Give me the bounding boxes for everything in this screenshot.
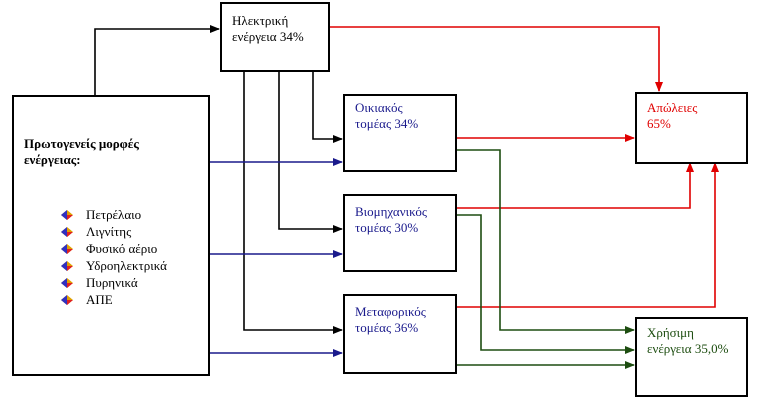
source-item-label: ΑΠΕ — [86, 291, 113, 307]
arrow-electric-to-losses — [330, 26, 663, 92]
arrow-transport-to-losses — [446, 162, 719, 308]
arrow-sources-to-electric — [94, 25, 220, 95]
transport-sector-line2: τομέας 36% — [355, 320, 419, 335]
source-item-label: Πυρηνικά — [86, 274, 138, 290]
bullet-icon — [60, 277, 74, 289]
primary-sources-title-line2: ενέργειας: — [24, 152, 81, 167]
arrow-electric-to-industrial — [278, 71, 343, 233]
primary-sources-list: Πετρέλαιο Λιγνίτης Φυσικό αέριο Υδροηλεκ… — [60, 206, 167, 308]
electric-energy-line1: Ηλεκτρική — [232, 13, 289, 28]
bullet-icon — [60, 226, 74, 238]
transport-sector-line1: Μεταφορικός — [355, 304, 426, 319]
arrow-industrial-to-useful — [446, 214, 635, 354]
bullet-icon — [60, 209, 74, 221]
list-item: Φυσικό αέριο — [60, 240, 167, 257]
source-item-label: Φυσικό αέριο — [86, 240, 158, 256]
list-item: Υδροηλεκτρικά — [60, 257, 167, 274]
bullet-icon — [60, 294, 74, 306]
residential-sector-line1: Οικιακός — [355, 100, 403, 115]
arrow-residential-to-useful — [446, 149, 635, 334]
arrow-industrial-to-losses — [446, 162, 694, 209]
list-item: ΑΠΕ — [60, 291, 167, 308]
useful-energy-line1: Χρήσιμη — [647, 325, 694, 340]
primary-sources-box: Πρωτογενείς μορφές ενέργειας: — [12, 95, 210, 376]
list-item: Λιγνίτης — [60, 223, 167, 240]
useful-energy-line2: ενέργεια 35,0% — [647, 341, 729, 356]
arrow-electric-to-residential — [312, 71, 343, 143]
source-item-label: Λιγνίτης — [86, 223, 132, 239]
residential-sector-line2: τομέας 34% — [355, 116, 419, 131]
residential-sector-box: Οικιακός τομέας 34% — [343, 94, 457, 172]
source-item-label: Υδροηλεκτρικά — [86, 257, 167, 273]
bullet-icon — [60, 243, 74, 255]
source-item-label: Πετρέλαιο — [86, 206, 142, 222]
list-item: Πετρέλαιο — [60, 206, 167, 223]
losses-box: Απώλειες 65% — [635, 92, 748, 164]
industrial-sector-line2: τομέας 30% — [355, 220, 419, 235]
losses-line1: Απώλειες — [647, 100, 698, 115]
bullet-icon — [60, 260, 74, 272]
industrial-sector-line1: Βιομηχανικός — [355, 204, 428, 219]
useful-energy-box: Χρήσιμη ενέργεια 35,0% — [635, 317, 748, 397]
electric-energy-box: Ηλεκτρική ενέργεια 34% — [220, 2, 330, 72]
losses-line2: 65% — [647, 116, 671, 131]
primary-sources-title-line1: Πρωτογενείς μορφές — [24, 136, 139, 151]
arrow-electric-to-transport — [243, 71, 343, 334]
electric-energy-line2: ενέργεια 34% — [232, 29, 304, 44]
transport-sector-box: Μεταφορικός τομέας 36% — [343, 294, 457, 374]
list-item: Πυρηνικά — [60, 274, 167, 291]
industrial-sector-box: Βιομηχανικός τομέας 30% — [343, 194, 457, 272]
